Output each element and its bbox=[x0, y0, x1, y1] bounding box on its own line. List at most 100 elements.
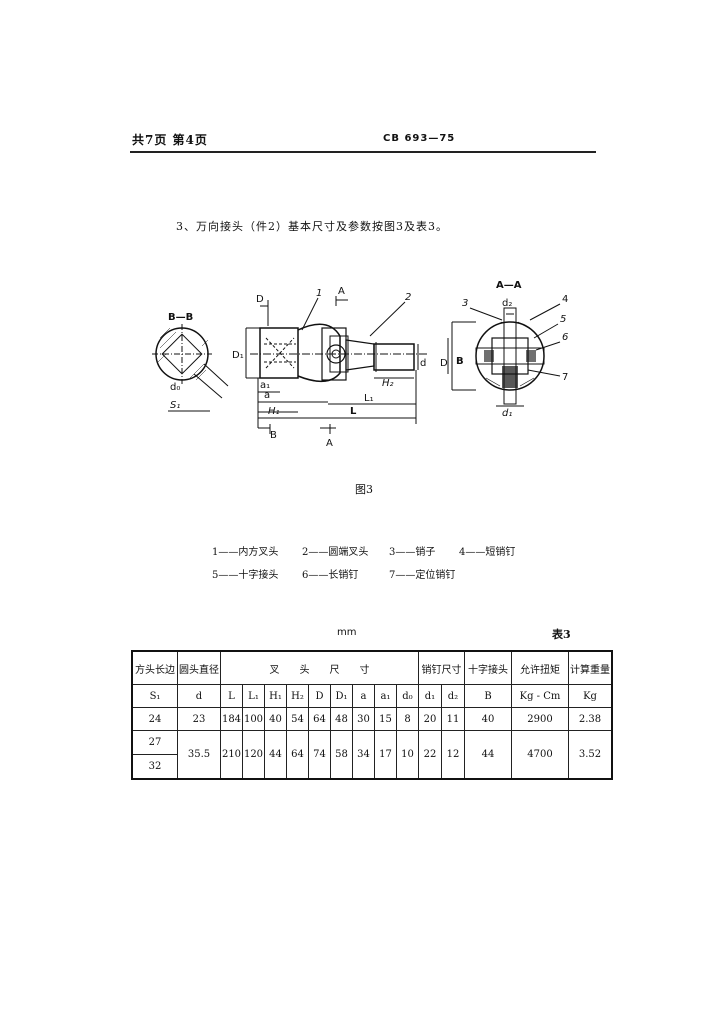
standard-number: CB 693—75 bbox=[383, 133, 456, 144]
table-cell: 17 bbox=[374, 730, 397, 779]
label-3: 3 bbox=[462, 298, 468, 309]
sub-header: a₁ bbox=[374, 684, 397, 708]
table-cell: 64 bbox=[308, 707, 331, 731]
label-B-bottom: B bbox=[270, 430, 277, 441]
sub-header: H₂ bbox=[286, 684, 309, 708]
table-cell: 120 bbox=[242, 730, 265, 779]
body-paragraph: 3、万向接头（件2）基本尺寸及参数按图3及表3。 bbox=[176, 220, 448, 233]
label-A-top: A bbox=[338, 286, 345, 297]
header-rule bbox=[130, 151, 596, 153]
sub-header: S₁ bbox=[131, 684, 178, 708]
legend-item-3: 3——销子 bbox=[389, 547, 436, 558]
table-cell: 34 bbox=[352, 730, 375, 779]
legend-item-4: 4——短销钉 bbox=[459, 547, 516, 558]
table-cell: 58 bbox=[330, 730, 353, 779]
table-group-header-row: 方头长边 圆头直径 叉 头 尺 寸 销钉尺寸 十字接头 允许扭矩 计算重量 bbox=[131, 650, 613, 685]
table-row: 27 35.5 210 120 44 64 74 58 34 17 10 22 … bbox=[131, 730, 613, 779]
table-cell: 4700 bbox=[511, 730, 569, 779]
table-cell: 11 bbox=[441, 707, 465, 731]
table-cell: 35.5 bbox=[177, 730, 221, 779]
legend-item-5: 5——十字接头 bbox=[212, 570, 279, 581]
label-d1: d₁ bbox=[502, 408, 512, 419]
table-sub-header-row: S₁ d L L₁ H₁ H₂ D D₁ a a₁ d₀ d₁ d₂ B Kg … bbox=[131, 684, 613, 708]
table-cell: 100 bbox=[242, 707, 265, 731]
group-header: 计算重量 bbox=[568, 650, 613, 685]
table-cell: 2900 bbox=[511, 707, 569, 731]
table-number: 表3 bbox=[552, 628, 571, 641]
label-D: D bbox=[256, 294, 264, 305]
group-header: 销钉尺寸 bbox=[418, 650, 465, 685]
table-cell: 3.52 bbox=[568, 730, 613, 779]
legend-item-7: 7——定位销钉 bbox=[389, 570, 456, 581]
table-cell: 27 bbox=[131, 730, 178, 755]
table-cell: 184 bbox=[220, 707, 243, 731]
round-shaft bbox=[373, 343, 415, 371]
table-cell: 44 bbox=[264, 730, 287, 779]
table-cell: 24 bbox=[131, 707, 178, 731]
label-D-right: D bbox=[440, 358, 448, 369]
group-header: 圆头直径 bbox=[177, 650, 221, 685]
label-6: 6 bbox=[562, 332, 568, 343]
table-cell: 74 bbox=[308, 730, 331, 779]
table-unit: mm bbox=[337, 627, 357, 638]
table-cell: 12 bbox=[441, 730, 465, 779]
table-cell: 64 bbox=[286, 730, 309, 779]
label-4: 4 bbox=[562, 294, 568, 305]
table-cell: 15 bbox=[374, 707, 397, 731]
label-a1: a₁ bbox=[260, 380, 270, 391]
sub-header: d bbox=[177, 684, 221, 708]
group-header: 方头长边 bbox=[131, 650, 178, 685]
table-row: 32 bbox=[131, 754, 612, 779]
bb-square bbox=[161, 333, 203, 375]
legend-item-6: 6——长销钉 bbox=[302, 570, 359, 581]
label-d2: d₂ bbox=[502, 298, 512, 309]
table-cell: 54 bbox=[286, 707, 309, 731]
label-bb: B—B bbox=[168, 312, 193, 323]
table-cell: 40 bbox=[264, 707, 287, 731]
sub-header: D₁ bbox=[330, 684, 353, 708]
technical-drawing: B—B d₀ S₁ D 1 A 2 D₁ d H₂ a₁ a L₁ H₁ L bbox=[152, 280, 568, 449]
label-D1: D₁ bbox=[232, 350, 244, 361]
sub-header: D bbox=[308, 684, 331, 708]
legend-item-2: 2——圆端叉头 bbox=[302, 547, 369, 558]
label-H2: H₂ bbox=[382, 378, 394, 389]
table-cell: 48 bbox=[330, 707, 353, 731]
dimension-table: 方头长边 圆头直径 叉 头 尺 寸 销钉尺寸 十字接头 允许扭矩 计算重量 S₁… bbox=[131, 650, 613, 780]
yoke bbox=[297, 323, 341, 382]
sub-header: B bbox=[464, 684, 512, 708]
group-header: 十字接头 bbox=[464, 650, 512, 685]
table-cell: 8 bbox=[396, 707, 419, 731]
label-d0: d₀ bbox=[170, 382, 180, 393]
label-L: L bbox=[350, 406, 357, 417]
sub-header: d₀ bbox=[396, 684, 419, 708]
sub-header: L bbox=[220, 684, 243, 708]
group-header: 叉 头 尺 寸 bbox=[220, 650, 419, 685]
label-d: d bbox=[420, 358, 426, 369]
sub-header: Kg bbox=[568, 684, 613, 708]
label-A-bottom: A bbox=[326, 438, 333, 449]
group-header: 允许扭矩 bbox=[511, 650, 569, 685]
label-s1: S₁ bbox=[170, 400, 180, 411]
table-cell: 22 bbox=[418, 730, 442, 779]
table-cell: 20 bbox=[418, 707, 442, 731]
sub-header: L₁ bbox=[242, 684, 265, 708]
sub-header: d₁ bbox=[418, 684, 442, 708]
table-cell: 2.38 bbox=[568, 707, 613, 731]
table-cell: 32 bbox=[131, 754, 178, 779]
table-cell: 23 bbox=[177, 707, 221, 731]
label-2: 2 bbox=[405, 292, 411, 303]
label-5: 5 bbox=[560, 314, 566, 325]
label-1: 1 bbox=[316, 288, 322, 299]
table-cell: 30 bbox=[352, 707, 375, 731]
table-cell: 210 bbox=[220, 730, 243, 779]
label-L1: L₁ bbox=[364, 393, 374, 404]
sub-header: H₁ bbox=[264, 684, 287, 708]
label-B-right: B bbox=[456, 356, 464, 367]
label-7: 7 bbox=[562, 372, 568, 383]
table-cell: 40 bbox=[464, 707, 512, 731]
figure-caption: 图3 bbox=[355, 483, 373, 496]
legend-item-1: 1——内方叉头 bbox=[212, 547, 279, 558]
table-row: 24 23 184 100 40 54 64 48 30 15 8 20 11 … bbox=[131, 707, 613, 731]
square-head bbox=[259, 327, 299, 379]
sub-header: Kg - Cm bbox=[511, 684, 569, 708]
